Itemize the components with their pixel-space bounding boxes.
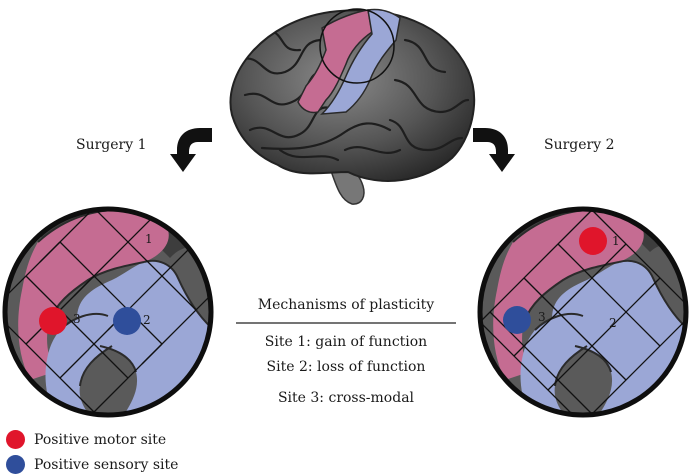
motor-dot-icon bbox=[6, 430, 25, 449]
arrow-right-icon bbox=[473, 128, 515, 172]
motor-site-dot bbox=[39, 307, 67, 335]
sensory-site-dot bbox=[503, 306, 531, 334]
mechanisms-title: Mechanisms of plasticity bbox=[257, 297, 435, 313]
site1-description: Site 1: gain of function bbox=[264, 334, 428, 350]
site2-description: Site 2: loss of function bbox=[266, 359, 426, 375]
site-number-2: 2 bbox=[143, 313, 151, 327]
site3-description: Site 3: cross-modal bbox=[277, 390, 415, 406]
arrow-left-icon bbox=[170, 128, 212, 172]
site-number-2: 2 bbox=[609, 316, 617, 330]
brain-illustration bbox=[229, 8, 476, 205]
legend-sensory: Positive sensory site bbox=[6, 455, 178, 474]
legend-motor: Positive motor site bbox=[6, 430, 166, 449]
brain-sensory-strip bbox=[320, 8, 401, 115]
site-number-3: 3 bbox=[73, 312, 81, 326]
surgery2-magnified-view bbox=[477, 206, 689, 418]
surgery2-label: Surgery 2 bbox=[544, 137, 615, 153]
motor-site-dot bbox=[579, 227, 607, 255]
legend-sensory-label: Positive sensory site bbox=[34, 456, 179, 473]
site-number-3: 3 bbox=[538, 310, 546, 324]
sensory-site-dot bbox=[113, 307, 141, 335]
surgery1-magnified-view bbox=[2, 206, 214, 418]
brain-focus-circle bbox=[319, 8, 395, 84]
sensory-dot-icon bbox=[6, 455, 25, 474]
site-number-1: 1 bbox=[612, 234, 620, 248]
site-number-1: 1 bbox=[145, 232, 153, 246]
legend-motor-label: Positive motor site bbox=[34, 431, 167, 448]
surgery1-label: Surgery 1 bbox=[76, 137, 147, 153]
